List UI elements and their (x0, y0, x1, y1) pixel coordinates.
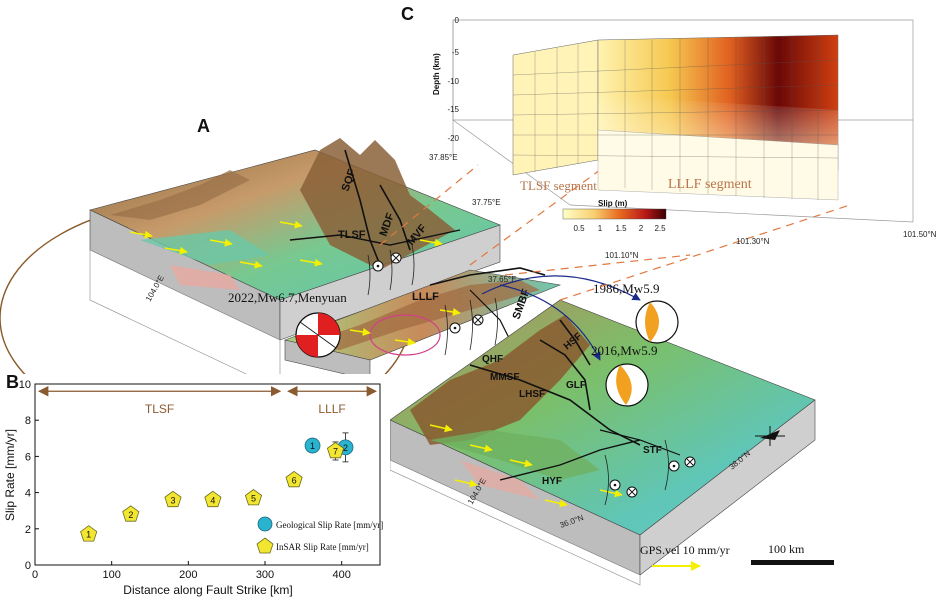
colorbar (562, 208, 667, 220)
chart-legend: Geological Slip Rate [mm/yr] InSAR Slip … (256, 516, 383, 554)
beachball-2022 (295, 312, 341, 358)
x-tick-label: 300 (256, 569, 274, 581)
event-2022-label: 2022,Mw6.7,Menyuan (228, 290, 347, 305)
event-1986-label: 1986,Mw5.9 (593, 281, 659, 296)
insar-point-7 (326, 442, 345, 459)
x-tick-label: 400 (332, 569, 350, 581)
scale-bar (751, 560, 834, 565)
insar-point-5 (244, 489, 263, 506)
colorbar-tick: 1 (598, 224, 603, 233)
legend-gps-label: GPS.vel 10 mm/yr (640, 543, 730, 557)
z-axis-label: Depth (km) (432, 53, 441, 95)
scale-bar-label: 100 km (768, 542, 805, 556)
panel-b-chart: B Slip Rate [mm/yr] Distance along Fault… (3, 372, 390, 598)
coord-lat-mid: 37.65°E (488, 275, 517, 284)
fault-label-stf: STF (643, 445, 662, 456)
y-tick-label: 10 (19, 379, 31, 391)
x-tick-label: 0 (32, 569, 38, 581)
lat-tick: 37.85°E (429, 153, 458, 162)
fault-label-tlsf: TLSF (338, 229, 366, 241)
point-label: 3 (170, 495, 175, 505)
point-label: 6 (292, 475, 297, 485)
y-tick-label: 4 (25, 488, 31, 500)
insar-point-3 (164, 490, 182, 508)
y-tick-label: 0 (25, 560, 31, 572)
segment-label-tlsf: TLSF (145, 402, 174, 416)
segment-annotations: TLSF LLLF (37, 386, 378, 416)
x-tick-label: 200 (179, 569, 197, 581)
event-2016-label: 2016,Mw5.9 (591, 343, 657, 358)
panel-label-b: B (6, 372, 19, 392)
block-south: QHF MMSF LHSF HSF GLF STF HYF 104.0°E 38… (389, 299, 816, 586)
segment-label-tlsf: TLSF segment (520, 178, 597, 193)
colorbar-tick: 0.5 (573, 224, 585, 233)
panel-label-a: A (197, 116, 210, 136)
colorbar-title: Slip (m) (598, 199, 628, 208)
y-tick-label: 8 (25, 415, 31, 427)
z-tick: 0 (455, 16, 460, 25)
panel-c-slip-model: Depth (km) 0 -5 -10 -15 -20 37.85°E 101.… (401, 4, 937, 260)
geological-point-1 (304, 437, 321, 454)
segment-label-lllf: LLLF segment (668, 177, 752, 192)
colorbar-tick: 2 (639, 224, 644, 233)
legend-geological-label: Geological Slip Rate [mm/yr] (276, 520, 383, 530)
point-label: 4 (210, 495, 215, 505)
insar-point-4 (204, 490, 222, 508)
coord-lat-north: 37.75°E (472, 198, 501, 207)
fault-label-hyf: HYF (542, 476, 562, 487)
fault-label-glf: GLF (566, 380, 586, 391)
panel-label-c: C (401, 4, 414, 24)
y-tick-label: 2 (25, 524, 31, 536)
legend-geological-marker (257, 516, 273, 532)
axis-ticks: 0 100 200 300 400 0 2 4 6 8 10 (19, 379, 351, 581)
beachball-2016 (605, 363, 649, 407)
point-label: 1 (310, 441, 315, 451)
point-label: 2 (128, 510, 133, 520)
z-tick: -20 (447, 134, 459, 143)
beachball-1986 (635, 300, 679, 344)
legend-insar-label: InSAR Slip Rate [mm/yr] (276, 542, 369, 552)
z-tick: -5 (452, 48, 460, 57)
fault-label-qhf: QHF (482, 354, 503, 365)
data-marks: 1 2 1 2 3 4 5 6 7 (80, 432, 354, 542)
colorbar-tick: 2.5 (654, 224, 666, 233)
insar-point-6 (285, 470, 303, 488)
fault-label-lhsf: LHSF (519, 389, 545, 400)
point-label: 2 (343, 443, 348, 453)
legend-insar-marker (256, 537, 274, 554)
y-axis-label: Slip Rate [mm/yr] (3, 429, 17, 521)
compass-icon (755, 426, 785, 446)
z-tick: -15 (447, 105, 459, 114)
y-tick-label: 6 (25, 451, 31, 463)
z-tick: -10 (447, 77, 459, 86)
lon-tick: 101.50°N (903, 230, 937, 239)
point-label: 7 (333, 446, 338, 456)
lon-tick: 101.30°N (736, 237, 770, 246)
x-axis-label: Distance along Fault Strike [km] (123, 583, 292, 597)
lon-tick: 101.10°N (605, 251, 639, 260)
block-north: SQF MDF MVF TLSF 104.0°E 37.75°E (89, 138, 501, 391)
colorbar-tick: 1.5 (615, 224, 627, 233)
point-label: 5 (251, 494, 256, 504)
segment-label-lllf: LLLF (318, 402, 345, 416)
fault-label-lllf: LLLF (412, 291, 439, 303)
block-middle: LLLF SMBF 37.65°E (283, 267, 562, 381)
x-tick-label: 100 (102, 569, 120, 581)
insar-point-1 (80, 525, 98, 542)
point-label: 1 (86, 530, 91, 540)
insar-point-2 (122, 505, 140, 522)
panel-a-block-diagram: SQF MDF MVF TLSF 104.0°E 37.75°E (0, 116, 851, 586)
fault-label-mmsf: MMSF (490, 372, 519, 383)
